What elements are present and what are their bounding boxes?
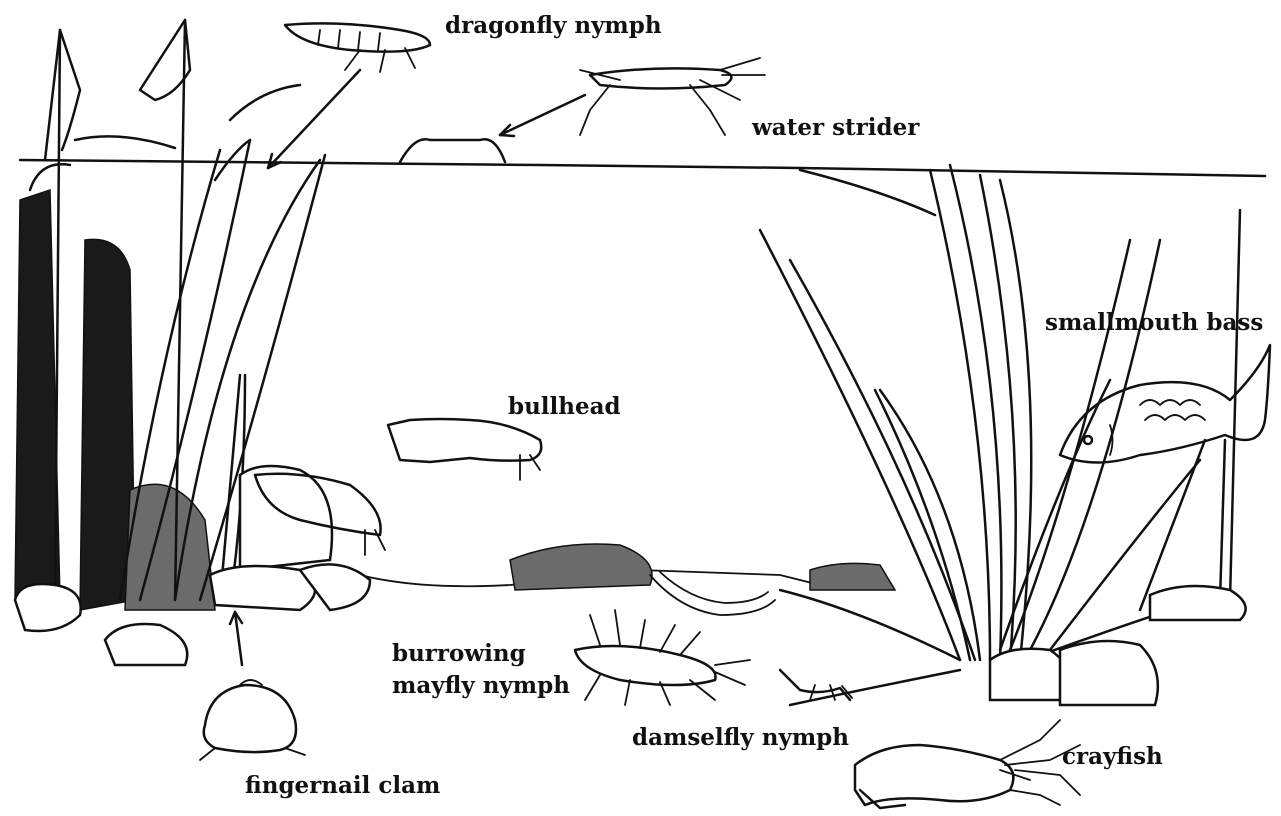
- label-water-strider: water strider: [751, 114, 920, 141]
- damselfly-nymph-drawing: [780, 670, 852, 700]
- dragonfly-arrow: [268, 70, 360, 168]
- water-surface: [20, 160, 1265, 176]
- fingernail-clam-arrow: [230, 612, 242, 665]
- crayfish-drawing: [855, 720, 1080, 808]
- label-fingernail-clam: fingernail clam: [245, 772, 440, 799]
- label-burrowing-line1: burrowing: [392, 640, 526, 667]
- water-strider-on-surface: [400, 139, 505, 162]
- label-dragonfly-nymph: dragonfly nymph: [445, 12, 662, 39]
- water-strider-arrow: [500, 95, 585, 136]
- left-plant-mass: [15, 190, 215, 610]
- burrowing-mayfly-nymph-drawing: [575, 610, 750, 705]
- label-crayfish: crayfish: [1062, 743, 1163, 770]
- label-burrowing-line2: mayfly nymph: [392, 672, 570, 699]
- water-strider-drawing: [580, 58, 765, 135]
- label-smallmouth-bass: smallmouth bass: [1045, 309, 1263, 336]
- smallmouth-bass-drawing: [1060, 345, 1270, 463]
- right-plants: [760, 165, 1240, 705]
- label-bullhead: bullhead: [508, 393, 621, 420]
- fingernail-clam-drawing: [200, 680, 305, 760]
- bullhead-drawing: [388, 419, 541, 480]
- mayfly-burrow: [650, 572, 775, 615]
- label-damselfly-nymph: damselfly nymph: [632, 724, 849, 751]
- dragonfly-nymph-drawing: [285, 23, 430, 72]
